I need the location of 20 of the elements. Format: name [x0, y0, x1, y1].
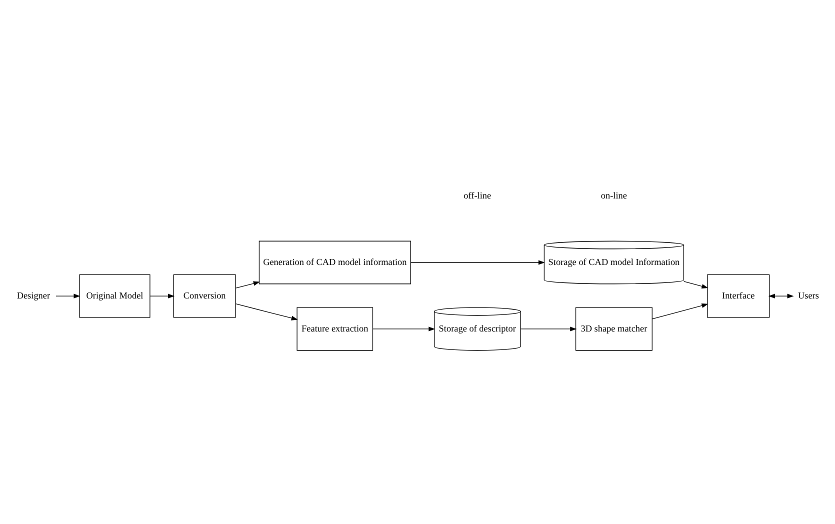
arrow	[235, 280, 260, 288]
label: off-line	[464, 190, 492, 200]
label: on-line	[600, 190, 628, 200]
arrow	[684, 280, 708, 288]
arrow	[768, 293, 794, 298]
arrow	[56, 293, 80, 298]
arrow	[410, 260, 546, 264]
node-box: Generation of CAD model information	[258, 240, 411, 284]
arrow	[652, 302, 708, 319]
node-box: Original Model	[79, 274, 150, 318]
node-box: Feature extraction	[296, 306, 374, 350]
node-text: Designer	[16, 290, 50, 300]
node-box: 3D shape matcher	[575, 306, 652, 350]
arrow	[150, 293, 175, 298]
arrow	[235, 303, 298, 320]
node-box: Interface	[707, 274, 770, 318]
arrow	[372, 326, 436, 331]
node-text: Users	[798, 290, 819, 300]
arrow	[520, 326, 577, 331]
node-box: Conversion	[173, 274, 236, 318]
